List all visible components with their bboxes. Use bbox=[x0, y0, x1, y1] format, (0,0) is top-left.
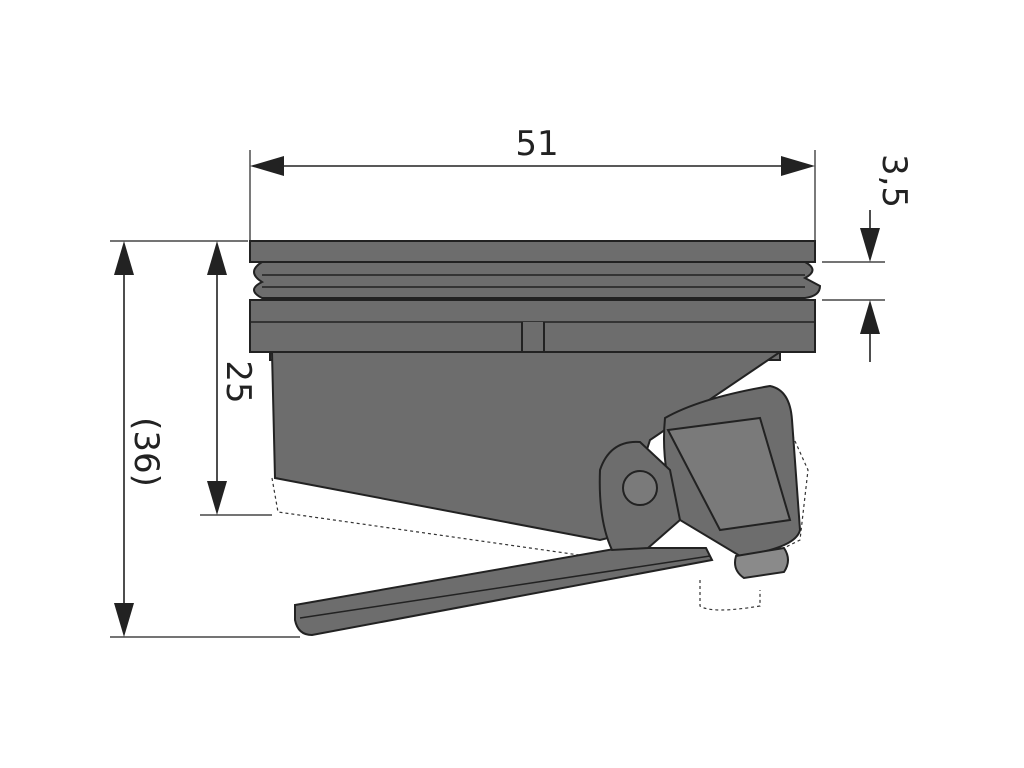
body-height-dimension: 25 bbox=[200, 240, 272, 516]
groove-dimension: 3,5 bbox=[822, 154, 914, 362]
drain-body bbox=[249, 240, 822, 542]
total-height-label: (36) bbox=[126, 417, 166, 487]
hinge-flap bbox=[271, 384, 809, 637]
width-dimension: 51 bbox=[249, 124, 816, 240]
width-label: 51 bbox=[515, 124, 558, 164]
total-height-dimension: (36) bbox=[110, 240, 300, 638]
body-height-label: 25 bbox=[218, 360, 258, 403]
groove-label: 3,5 bbox=[874, 154, 914, 208]
